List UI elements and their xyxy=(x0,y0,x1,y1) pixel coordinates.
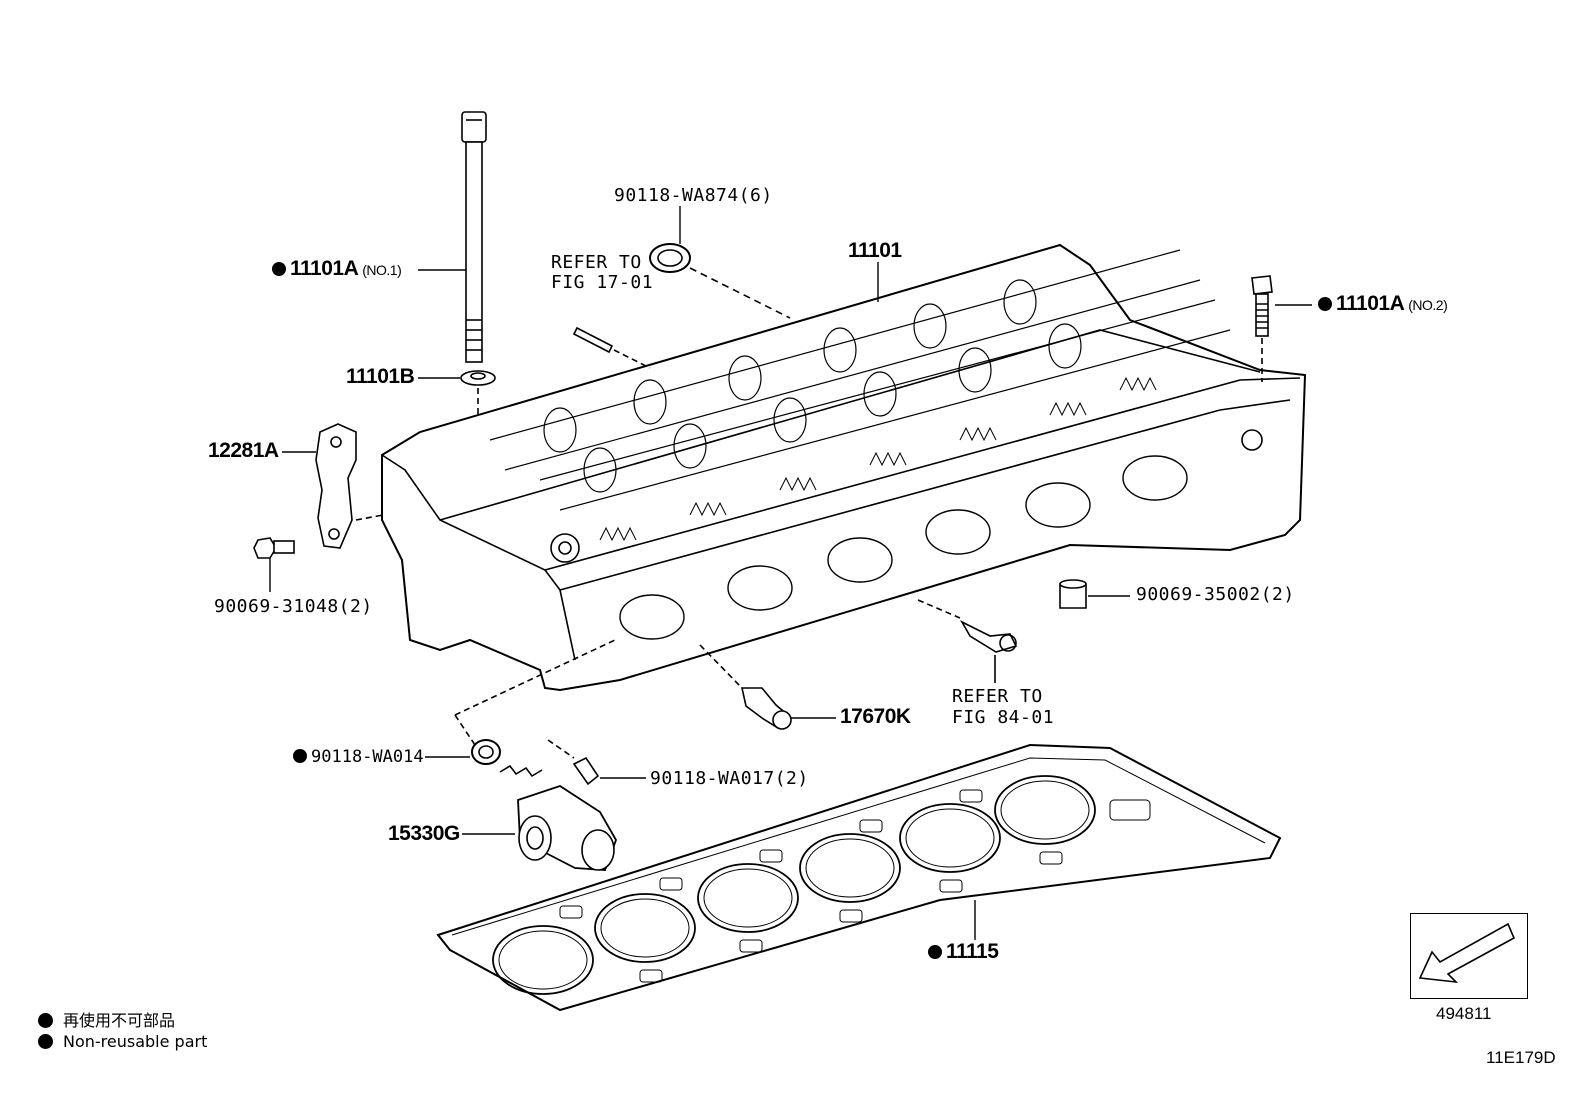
label-90118-wa017: 90118-WA017(2) xyxy=(650,768,809,789)
label-90118-wa014: 90118-WA014 xyxy=(293,746,424,768)
label-17670k: 17670K xyxy=(840,705,911,728)
reference-number: 494811 xyxy=(1436,1004,1492,1023)
front-direction-arrow-icon xyxy=(1418,922,1516,984)
refer-fig84-line1: REFER TO xyxy=(952,686,1043,707)
label-90069-31048: 90069-31048(2) xyxy=(214,596,373,617)
non-reusable-dot-icon xyxy=(1318,297,1332,311)
non-reusable-dot-icon xyxy=(293,749,307,763)
refer-fig84-line2: FIG 84-01 xyxy=(952,707,1055,728)
sensor-17670k-drawing xyxy=(741,687,792,730)
plug-drawing xyxy=(1059,579,1087,609)
stud-drawing xyxy=(253,537,295,559)
refer-fig17-line1: REFER TO xyxy=(551,252,642,273)
label-11101: 11101 xyxy=(848,239,902,262)
plate-drawing xyxy=(315,423,357,549)
washer-drawing xyxy=(460,370,496,386)
cam-seal-drawing xyxy=(649,243,691,273)
front-direction-box xyxy=(1410,913,1528,999)
label-11101a-no2: 11101A(NO.2) xyxy=(1318,293,1448,316)
label-11101a-no1: 11101A(NO.1) xyxy=(272,258,402,281)
legend-dot-icon xyxy=(38,1034,53,1049)
label-15330g: 15330G xyxy=(388,822,460,845)
legend-japanese: 再使用不可部品 xyxy=(38,1007,175,1031)
head-bolt-no2-drawing xyxy=(1251,275,1273,337)
label-90069-35002: 90069-35002(2) xyxy=(1136,584,1295,605)
legend-dot-icon xyxy=(38,1013,53,1028)
oring-drawing xyxy=(471,739,501,765)
figure-code: 11E179D xyxy=(1486,1048,1556,1067)
knock-sensor-drawing xyxy=(959,620,1018,653)
dowel-pin-drawing xyxy=(572,326,614,354)
head-gasket-drawing xyxy=(436,743,1282,1012)
non-reusable-dot-icon xyxy=(272,262,286,276)
non-reusable-dot-icon xyxy=(928,945,942,959)
label-11101b: 11101B xyxy=(346,365,415,388)
legend-english: Non-reusable part xyxy=(38,1032,207,1051)
refer-fig17-line2: FIG 17-01 xyxy=(551,272,654,293)
ocv-drawing xyxy=(499,764,617,871)
label-90118-wa874: 90118-WA874(6) xyxy=(614,185,773,206)
head-bolt-no1-drawing xyxy=(461,111,487,363)
cylinder-head-drawing xyxy=(381,243,1307,692)
ocv-bolt-drawing xyxy=(572,756,600,786)
label-12281a: 12281A xyxy=(208,439,279,462)
label-11115: 11115 xyxy=(928,941,999,963)
